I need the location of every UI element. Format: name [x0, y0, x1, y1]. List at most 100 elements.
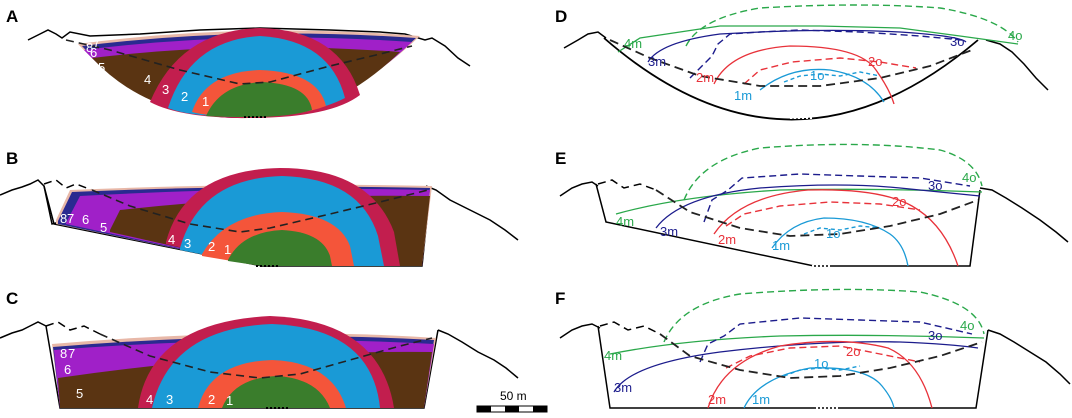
ground-right-b [425, 185, 519, 241]
contour-1m-d [759, 68, 885, 103]
contour-1o-f [783, 365, 861, 377]
dashed-line-a [65, 39, 413, 85]
contour-2m-d [713, 45, 895, 105]
panel-a: A 8 7 6 5 4 3 2 1 [6, 7, 471, 119]
zone-label-1-c: 1 [226, 393, 233, 408]
contour-1o-d [783, 71, 881, 83]
dashed-line-e [655, 189, 979, 237]
contour-label-3o-f: 3o [928, 328, 942, 343]
zone-label-5-c: 5 [76, 386, 83, 401]
zone-label-3-c: 3 [166, 392, 173, 407]
ground-right-c [437, 329, 519, 379]
contour-label-4o-d: 4o [1008, 28, 1022, 43]
zone-label-7-a: 7 [93, 35, 100, 50]
dashed-surface-left-f [599, 321, 661, 335]
pit-d [603, 37, 979, 121]
contour-label-3o-d: 3o [950, 34, 964, 49]
ground-line-a [27, 27, 471, 67]
contour-label-2m-e: 2m [718, 232, 736, 247]
contour-3m-e [655, 184, 981, 229]
contour-label-3o-e: 3o [928, 178, 942, 193]
contour-3o-f [699, 317, 973, 363]
zone-label-6-b: 6 [82, 212, 89, 227]
contour-4o-f [663, 288, 985, 343]
contour-2m-f [707, 340, 933, 409]
pit-e [595, 183, 981, 267]
contour-label-1m-f: 1m [752, 392, 770, 407]
panel-e: E 4m 4o 3m 3o 2m 2o 1m 1o [555, 143, 1069, 267]
panel-letter-a: A [6, 7, 18, 26]
contour-2o-e [725, 201, 921, 227]
contour-4m-d [617, 25, 1019, 53]
contour-label-1o-e: 1o [826, 226, 840, 241]
panel-c: C 8 7 6 5 4 3 2 1 [0, 289, 519, 409]
contour-label-3m-e: 3m [660, 224, 678, 239]
zone-label-2-a: 2 [181, 89, 188, 104]
ground-left-c [0, 321, 47, 339]
zone-label-8-c: 8 [60, 346, 67, 361]
contour-label-2m-f: 2m [708, 392, 726, 407]
contour-4o-d [685, 4, 1019, 47]
contour-1m-e [771, 217, 909, 267]
contour-label-2m-d: 2m [696, 70, 714, 85]
panel-letter-e: E [555, 149, 566, 168]
zone-label-4-c: 4 [146, 392, 153, 407]
contour-3o-e [703, 173, 971, 223]
panel-letter-d: D [555, 7, 567, 26]
dashed-line-c [99, 333, 433, 379]
contour-label-4m-d: 4m [624, 36, 642, 51]
contour-2o-d [743, 57, 917, 85]
dashed-surface-left-e [597, 179, 657, 191]
contour-label-2o-e: 2o [892, 194, 906, 209]
contour-label-3m-d: 3m [648, 54, 666, 69]
zone-label-1-a: 1 [202, 94, 209, 109]
zone-label-2-b: 2 [208, 239, 215, 254]
panel-letter-b: B [6, 149, 18, 168]
contour-label-2o-f: 2o [846, 344, 860, 359]
dashed-surface-left-b [43, 179, 93, 191]
ground-right-f [987, 329, 1071, 385]
dashed-surface-left-c [45, 321, 101, 335]
ground-line-d [563, 31, 1049, 91]
zone-label-7-b: 7 [67, 211, 74, 226]
contour-label-4o-e: 4o [962, 170, 976, 185]
panel-f: F 4m 4o 3m 3o 2m 2o 1m 1o [555, 288, 1071, 409]
zone-label-2-c: 2 [208, 392, 215, 407]
scale-bar-label: 50 m [500, 389, 527, 403]
zone-label-8-b: 8 [60, 211, 67, 226]
scale-bar-seg-1 [477, 406, 491, 412]
contour-label-1m-e: 1m [772, 238, 790, 253]
zone-1-b [228, 230, 332, 266]
panel-letter-f: F [555, 289, 565, 308]
ground-left-e [559, 181, 599, 197]
zone-label-4-a: 4 [144, 72, 151, 87]
zone-label-8-a: 8 [86, 40, 93, 55]
panel-b: B 8 7 6 5 4 3 2 1 [0, 149, 519, 267]
contour-2o-f [725, 345, 921, 369]
panel-letter-c: C [6, 289, 18, 308]
contour-label-4m-f: 4m [604, 348, 622, 363]
zone-label-1-b: 1 [224, 242, 231, 257]
dashed-line-d [609, 39, 973, 87]
ground-left-f [559, 323, 601, 339]
zone-label-7-c: 7 [68, 346, 75, 361]
dashed-line-f [659, 333, 983, 379]
ground-line-b [0, 179, 61, 225]
zone-label-3-b: 3 [184, 236, 191, 251]
zone-1-c [222, 376, 330, 408]
contour-label-1o-f: 1o [814, 356, 828, 371]
zone-label-6-a: 6 [90, 45, 97, 60]
contour-4o-e [683, 143, 983, 201]
dashed-line-b [91, 189, 429, 233]
contour-label-3m-f: 3m [614, 380, 632, 395]
zone-label-6-c: 6 [64, 362, 71, 377]
zone-label-5-a: 5 [98, 60, 105, 75]
contour-1m-f [743, 367, 895, 409]
contour-2m-e [713, 189, 959, 267]
zone-label-4-b: 4 [168, 232, 175, 247]
pit-f [597, 325, 989, 409]
zone-label-3-a: 3 [162, 82, 169, 97]
zone-1-a [206, 82, 312, 117]
contour-4m-e [615, 188, 983, 215]
